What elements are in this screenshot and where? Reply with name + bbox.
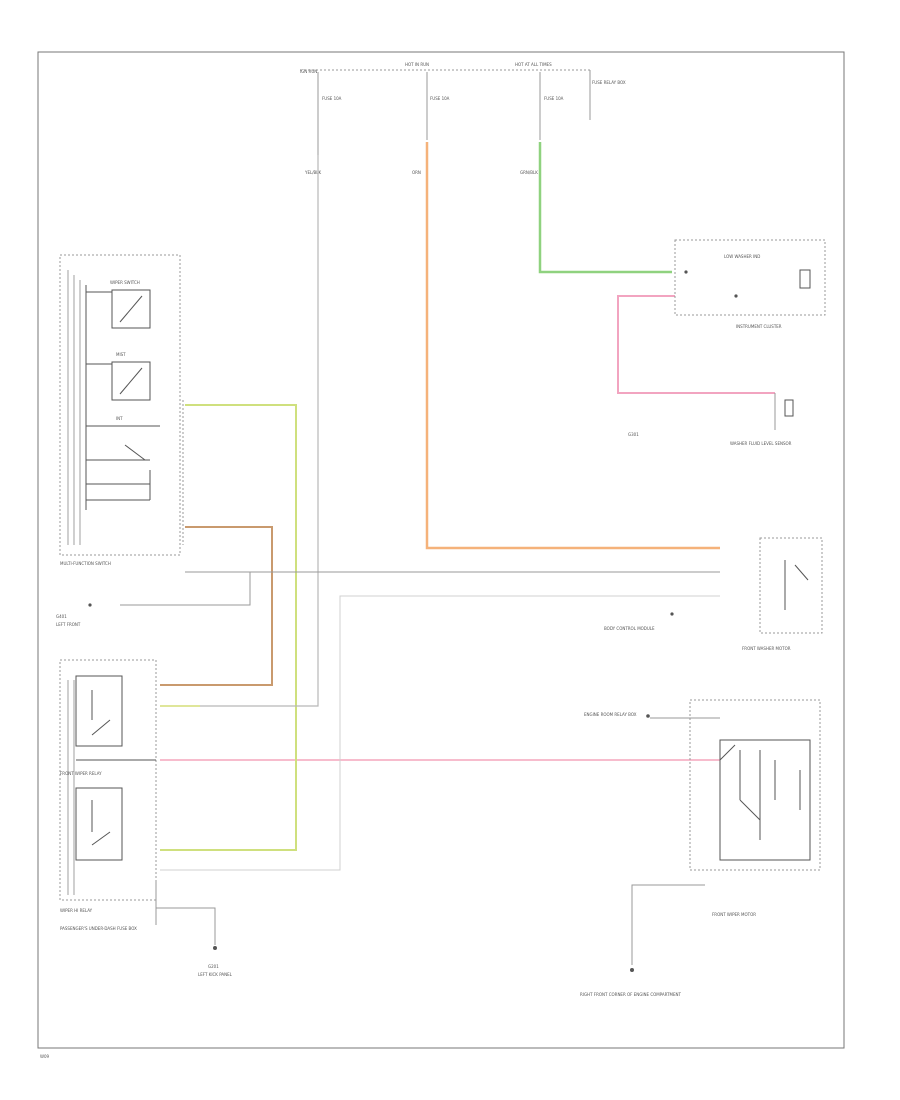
label-hot-at-all-times: HOT AT ALL TIMES (515, 62, 552, 67)
top-power-bus: IGN RUN HOT IN RUN HOT AT ALL TIMES FUSE… (300, 62, 626, 120)
ground-g1: G401 LEFT FRONT (56, 603, 92, 627)
label-ign-run: IGN RUN (300, 69, 317, 74)
front-wiper-motor: FRONT WIPER MOTOR ENGINE ROOM RELAY BOX (584, 699, 821, 917)
int-label: INT (116, 416, 123, 421)
ecm-label: BODY CONTROL MODULE (604, 626, 655, 631)
wire-pink-upper (617, 295, 775, 394)
fuse-2-label: FUSE 10A (430, 96, 450, 101)
wire-yellow-black (160, 155, 319, 707)
engine-room-label: ENGINE ROOM RELAY BOX (584, 712, 637, 717)
multi-function-switch: WIPER SWITCH MIST INT MULTI-FUNCTION SWI… (59, 254, 184, 566)
front-washer-motor: FRONT WASHER MOTOR BODY CONTROL MODULE (604, 537, 823, 651)
fuse-1: FUSE 10A YEL/BLK (304, 72, 342, 175)
wire-gray-2 (160, 595, 720, 871)
wiper-switch-label: WIPER SWITCH (110, 280, 140, 285)
mfs-label: MULTI-FUNCTION SWITCH (60, 561, 111, 566)
front-wiper-motor-label: FRONT WIPER MOTOR (712, 912, 756, 917)
mist-label: MIST (116, 352, 126, 357)
ground-g2: G201 LEFT KICK PANEL (156, 907, 233, 977)
wire-orange (425, 142, 720, 550)
front-wiper-hi-relay-label: WIPER HI RELAY (60, 908, 93, 913)
g2-label: G201 (208, 964, 219, 969)
passenger-underdash-label: PASSENGER'S UNDER-DASH FUSE BOX (60, 926, 137, 931)
ipc-label: INSTRUMENT CLUSTER (736, 324, 782, 329)
wire-top1-label: YEL/BLK (304, 170, 322, 175)
ground-lf-label: LEFT FRONT (56, 622, 81, 627)
ground-left-label: LEFT KICK PANEL (198, 972, 233, 977)
fuse-2: FUSE 10A ORN (412, 72, 450, 175)
front-washer-motor-label: FRONT WASHER MOTOR (742, 646, 791, 651)
wire-top2-label: ORN (412, 170, 421, 175)
washer-fluid-sensor-label: WASHER FLUID LEVEL SENSOR (730, 441, 792, 446)
wire-yellow-green (160, 404, 297, 851)
ground-right-label: RIGHT FRONT CORNER OF ENGINE COMPARTMENT (580, 992, 682, 997)
fuse-3-label: FUSE 10A (544, 96, 564, 101)
diagram-frame (37, 51, 845, 1049)
wire-brown (160, 526, 273, 686)
low-washer-label: LOW WASHER IND (724, 254, 760, 259)
label-fuse-relay-box: FUSE RELAY BOX (592, 80, 626, 85)
footer-code: W09 (40, 1054, 50, 1059)
g3-label: G301 (628, 432, 639, 437)
fuse-3: FUSE 10A GRN/BLK (520, 72, 564, 175)
front-wiper-relay-box: FRONT WIPER RELAY WIPER HI RELAY PASSENG… (59, 659, 157, 931)
label-hot-in-run: HOT IN RUN (405, 62, 429, 67)
ground-right: RIGHT FRONT CORNER OF ENGINE COMPARTMENT (580, 884, 705, 997)
washer-fluid-level-sensor: WASHER FLUID LEVEL SENSOR G301 (628, 393, 794, 446)
wire-green (538, 142, 672, 274)
wire-top3-label: GRN/BLK (520, 170, 538, 175)
wire-gray-1 (120, 571, 720, 606)
g1-label: G401 (56, 614, 67, 619)
instrument-cluster: LOW WASHER IND INSTRUMENT CLUSTER (674, 239, 826, 329)
front-wiper-relay-label: FRONT WIPER RELAY (60, 771, 102, 776)
fuse-1-label: FUSE 10A (322, 96, 342, 101)
